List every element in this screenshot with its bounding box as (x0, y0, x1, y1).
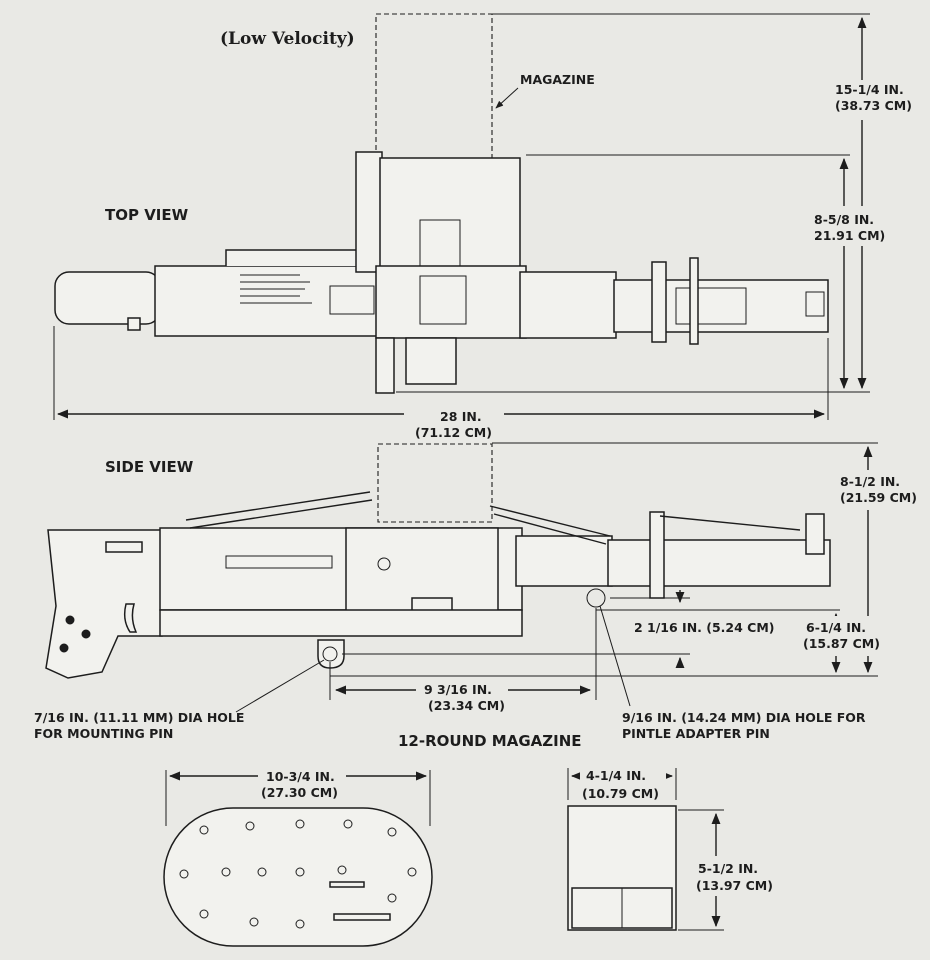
dim-label-bg-2 (812, 206, 900, 246)
magazine-views: 12-ROUND MAGAZINE 10-3/4 IN. (27.30 CM) … (163, 732, 776, 947)
receiver-lower (159, 609, 523, 637)
gun-side-view (45, 491, 831, 679)
cover-spring-right (489, 505, 611, 545)
feed-tray-top (379, 157, 521, 269)
mag-latch-bar (329, 881, 365, 888)
length-cm: (71.12 CM) (415, 425, 492, 440)
mag-depth-in: 4-1/4 IN. (586, 768, 646, 783)
cover-spring-left (185, 491, 373, 529)
length-in: 28 IN. (440, 409, 482, 424)
pintle-hole-desc-1: 9/16 IN. (14.24 MM) DIA HOLE FOR (622, 710, 866, 725)
gun-top-view (54, 151, 829, 394)
mag-height-in: 5-1/2 IN. (698, 861, 758, 876)
dim-label-bg-1 (832, 80, 922, 120)
dim-label-bg-3 (404, 406, 504, 440)
mount-hole-leader (235, 659, 325, 713)
side-view: SIDE VIEW (34, 442, 924, 741)
dim-label-bg-9 (694, 856, 776, 896)
magazine-rounds (179, 819, 417, 929)
pintle-offset: 2 1/16 IN. (5.24 CM) (634, 620, 775, 635)
side-height-total-cm: (21.59 CM) (840, 490, 917, 505)
gun-rear-cap (54, 271, 161, 325)
pistol-grip-top (375, 337, 395, 394)
gun-receiver-top (154, 265, 378, 337)
side-height-pintle-cm: (15.87 CM) (803, 636, 880, 651)
top-height-total-in: 15-1/4 IN. (835, 82, 904, 97)
name-plate (105, 541, 143, 553)
mag-height-cm: (13.97 CM) (696, 878, 773, 893)
magazine-leader (495, 87, 519, 109)
barrel-top (613, 279, 829, 333)
side-height-total-in: 8-1/2 IN. (840, 474, 900, 489)
barrel-clamp (675, 287, 747, 325)
barrel-collar-side (649, 511, 665, 599)
barrel-housing-side (515, 535, 613, 587)
mount-lug (317, 639, 345, 669)
latch-block (329, 285, 375, 315)
top-height-gun-in: 8-5/8 IN. (814, 212, 874, 227)
bolt-screw (377, 557, 391, 571)
mag-width-in: 10-3/4 IN. (266, 769, 335, 784)
charging-slot (225, 555, 333, 569)
dim-label-bg-6 (416, 680, 508, 714)
barrel-knob (689, 257, 699, 345)
magazine-heading: 12-ROUND MAGAZINE (398, 732, 582, 750)
receiver-center-top (375, 265, 527, 339)
side-view-label: SIDE VIEW (105, 458, 194, 476)
barrel-side (607, 539, 831, 587)
mount-hole-desc-2: FOR MOUNTING PIN (34, 726, 173, 741)
dim-label-bg-5 (800, 616, 886, 656)
dim-label-bg-8 (580, 766, 666, 804)
mag-depth-cm: (10.79 CM) (582, 786, 659, 801)
mounting-pin-hole (322, 646, 338, 662)
barrel-housing-top (519, 271, 617, 339)
mag-latch-lever (333, 913, 391, 921)
hole-spacing-cm: (23.34 CM) (428, 698, 505, 713)
top-view: TOP VIEW MAGAZINE (53, 13, 922, 440)
feed-side-left (355, 151, 383, 273)
grip-stock (45, 529, 163, 679)
pintle-hole-leader (599, 605, 631, 707)
grip-mark-3 (59, 643, 69, 653)
grip-mark-2 (81, 629, 91, 639)
drawing-title: (Low Velocity) (220, 29, 355, 49)
hole-spacing-in: 9 3/16 IN. (424, 682, 492, 697)
top-view-label: TOP VIEW (105, 206, 189, 224)
muzzle-mark (805, 291, 825, 317)
mount-hole-desc-1: 7/16 IN. (11.11 MM) DIA HOLE (34, 710, 244, 725)
top-height-gun-cm: 21.91 CM) (814, 228, 885, 243)
trigger (123, 603, 138, 633)
data-plate-lines (240, 274, 312, 304)
barrel-spring (659, 515, 801, 531)
pintle-pin-hole (586, 588, 606, 608)
bolt-window (419, 275, 467, 325)
barrel-collar (651, 261, 667, 343)
pintle-hole-desc-2: PINTLE ADAPTER PIN (622, 726, 770, 741)
dim-label-bg-4 (838, 470, 924, 510)
top-height-total-cm: (38.73 CM) (835, 98, 912, 113)
front-sight (805, 513, 825, 555)
magazine-label: MAGAZINE (520, 72, 595, 87)
trigger-block-top (405, 337, 457, 385)
dim-label-bg-7 (258, 766, 346, 806)
side-height-pintle-in: 6-1/4 IN. (806, 620, 866, 635)
mag-width-cm: (27.30 CM) (261, 785, 338, 800)
grip-mark-1 (65, 615, 75, 625)
magazine-outline-side (377, 443, 493, 523)
rear-pin-top (127, 317, 141, 331)
magazine-top-oval (163, 807, 433, 947)
gun-feed-lip (225, 249, 361, 266)
